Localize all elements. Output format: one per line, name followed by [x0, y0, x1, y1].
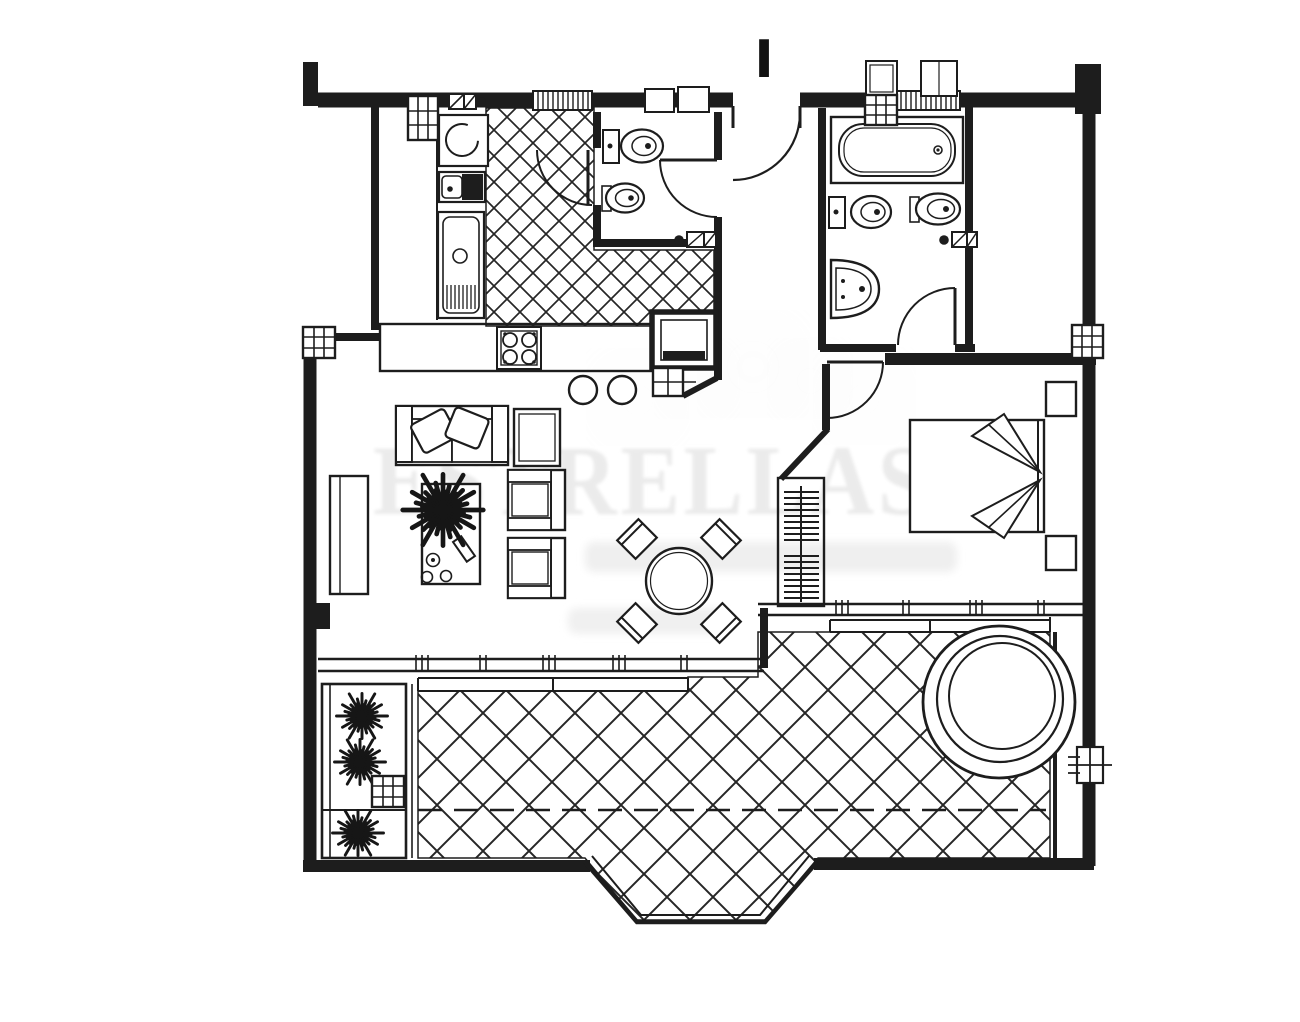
structural-columns: [301, 93, 1112, 809]
living-room-glass-wall: [318, 655, 764, 673]
kitchen-corner-angled-wall: [681, 375, 719, 399]
gas-hob: [496, 326, 542, 370]
armchair: [506, 468, 567, 532]
main-bathroom-door: [897, 287, 957, 346]
guest-bathroom-kitchen-door: [536, 149, 593, 206]
dining-chair: [699, 601, 743, 645]
column: [651, 366, 696, 398]
bar-stool: [567, 374, 599, 406]
sofa-cushion: [444, 406, 490, 450]
refrigerator: [649, 309, 719, 371]
main-bathroom: [828, 115, 978, 320]
floor-finishes: [417, 107, 1051, 921]
exterior-walls-bottom: [303, 858, 1094, 872]
guest-bathroom: [601, 128, 717, 248]
entrance-door: [731, 106, 802, 182]
kitchen-window: [532, 90, 593, 111]
sofa: [394, 404, 510, 467]
roller-blind-boxes: [644, 60, 958, 113]
column: [1068, 738, 1112, 792]
wall-pier-top-left: [303, 62, 318, 106]
round-dining-table: [644, 546, 714, 616]
guest-bathroom-hall-door: [659, 158, 718, 218]
column: [863, 93, 899, 127]
bedroom-terrace-sill: [829, 617, 1051, 633]
section-marker: I: [754, 30, 773, 90]
water-heater-symbol: [939, 231, 978, 248]
door-swing-arc: [826, 361, 884, 419]
nightstand: [1044, 534, 1078, 572]
bathtub: [829, 115, 965, 185]
dining-chair: [615, 517, 659, 561]
bidet: [909, 192, 962, 226]
bedroom: [776, 380, 1078, 608]
living-dining-room: [316, 404, 743, 645]
bedroom-door: [826, 360, 884, 419]
doors: [536, 106, 957, 419]
dining-chair: [615, 601, 659, 645]
toilet: [828, 194, 893, 230]
armchair: [506, 536, 567, 600]
window-bench: [328, 474, 370, 596]
washing-machine: [437, 113, 490, 168]
radiator-niche: [776, 476, 826, 608]
wall-pilaster: [316, 603, 330, 629]
bar-stool: [606, 374, 638, 406]
washbasin: [829, 258, 881, 320]
bedroom-corner-angled-wall: [778, 426, 831, 482]
entrance-door-swing-arc: [732, 111, 802, 182]
door-swing-arc: [897, 287, 956, 346]
door-swing-arc: [536, 149, 593, 206]
terrace-bay-outer-edge: [583, 860, 819, 925]
double-bed: [908, 412, 1046, 540]
column: [370, 774, 406, 809]
dining-chair: [699, 517, 743, 561]
door-swing-arc: [659, 159, 718, 218]
bidet: [601, 182, 646, 214]
kitchen-sink-unit: [437, 170, 487, 204]
table-item: [451, 534, 477, 564]
terrace: [320, 624, 1077, 860]
kitchen: [378, 93, 719, 406]
bedroom-glass-wall: [758, 600, 1084, 617]
terrace-bay-inner-edge: [591, 855, 810, 916]
water-heater-symbol: [448, 93, 486, 110]
jacuzzi: [921, 624, 1077, 780]
column: [406, 94, 440, 142]
column: [301, 325, 337, 360]
radiator-fins: [784, 491, 819, 599]
water-heater-symbol: [674, 231, 717, 248]
dining-set: [615, 517, 743, 645]
column: [1070, 323, 1105, 360]
living-room-terrace-sill: [417, 677, 689, 692]
angled-walls: [681, 375, 831, 482]
wall-pier-top-right: [1075, 64, 1101, 114]
side-table: [512, 407, 562, 468]
nightstand: [1044, 380, 1078, 418]
tall-sink-drainer-unit: [436, 210, 486, 320]
toilet: [602, 128, 665, 164]
